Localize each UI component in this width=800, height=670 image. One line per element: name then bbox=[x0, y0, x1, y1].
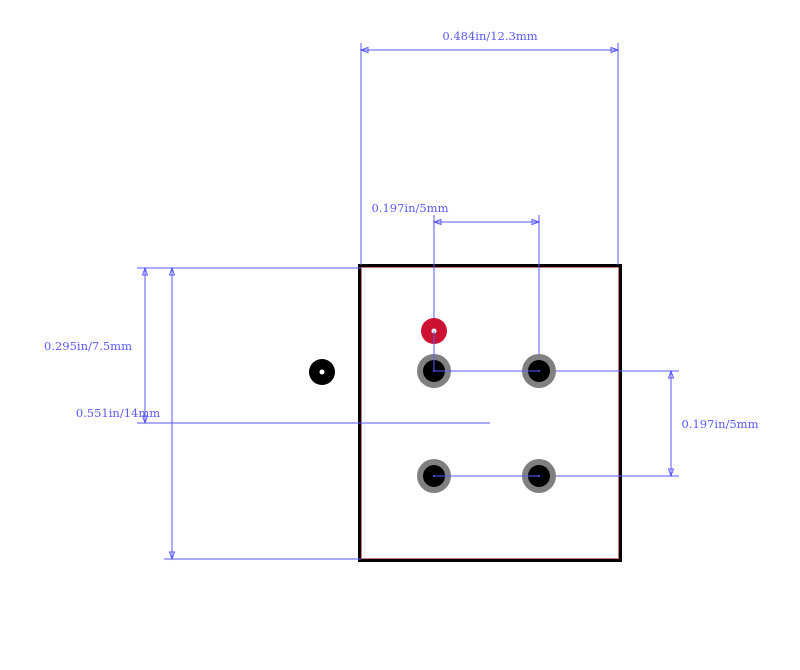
dimension-lines bbox=[137, 43, 679, 561]
overall-height-arrow-bottom bbox=[168, 551, 176, 561]
offset-v-label: 0.295in/7.5mm bbox=[44, 339, 132, 353]
pitch-h-arrow-right bbox=[531, 218, 541, 226]
offset-v-arrow-bottom bbox=[141, 415, 149, 425]
pitch-h-arrow-left bbox=[432, 218, 442, 226]
overall-height-label: 0.551in/14mm bbox=[76, 406, 160, 420]
overall-width-arrow-left bbox=[359, 46, 369, 54]
pad-guide-lines bbox=[433, 331, 539, 477]
component-body-outline bbox=[358, 264, 622, 562]
overall-width-arrow-right bbox=[610, 46, 620, 54]
pitch-v-label: 0.197in/5mm bbox=[681, 417, 758, 431]
pitch-h-label: 0.197in/5mm bbox=[371, 201, 448, 215]
pitch-v-arrow-bottom bbox=[667, 468, 675, 478]
overall-height-arrow-top bbox=[168, 266, 176, 276]
pitch-v-arrow-top bbox=[667, 369, 675, 379]
component-body-inner-outline bbox=[361, 267, 619, 559]
overall-width-label: 0.484in/12.3mm bbox=[442, 29, 537, 43]
orientation-marker-center bbox=[319, 369, 325, 375]
offset-v-arrow-top bbox=[141, 266, 149, 276]
